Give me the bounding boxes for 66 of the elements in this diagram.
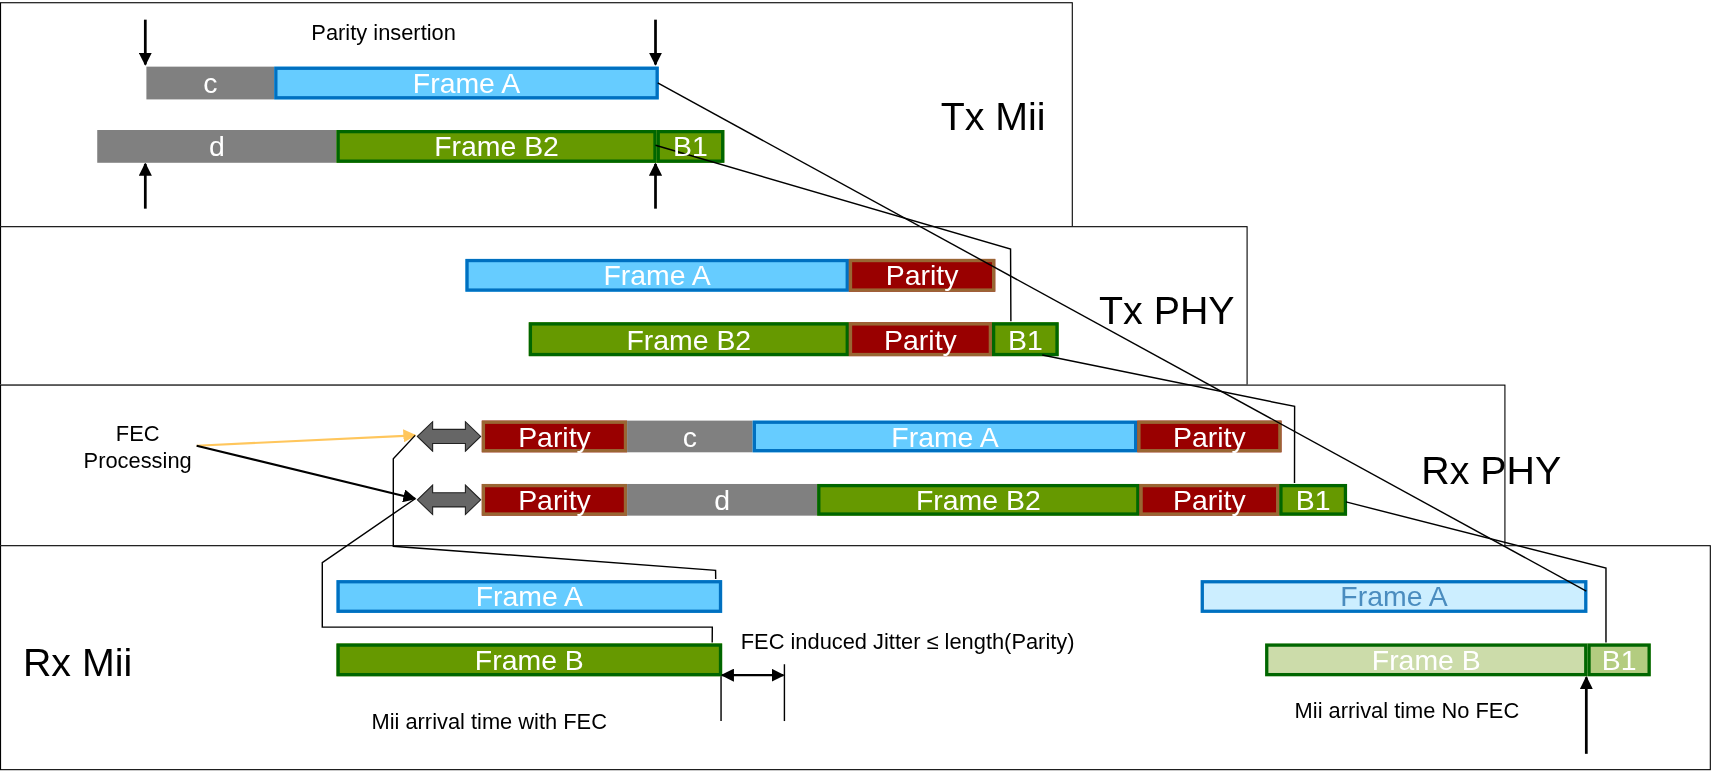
layer-panel: [0, 2, 1073, 228]
frame-bar: [752, 420, 1138, 453]
frame-bar: [274, 66, 659, 100]
bar-label: Frame A: [603, 261, 711, 290]
bar-label: Frame B2: [916, 485, 1041, 514]
parity-bar: [848, 258, 996, 292]
frame-bar: [528, 322, 849, 357]
connector-line: [392, 434, 717, 580]
bar-label: B1: [673, 132, 708, 161]
frame-bar: [1587, 643, 1651, 677]
frame-bar: [992, 322, 1059, 357]
bar-label: Parity: [884, 325, 957, 354]
connector-line: [321, 498, 714, 644]
frame-bar: [817, 484, 1140, 516]
connector-line: [1345, 501, 1607, 644]
frame-bar: [336, 643, 723, 677]
frame-bar: [1200, 580, 1588, 613]
annotation-text: Mii arrival time No FEC: [1294, 697, 1520, 724]
bar-label: Frame A: [891, 422, 999, 451]
gap-bar: [146, 66, 275, 100]
layer-panel: [0, 226, 1248, 386]
bar-label: d: [208, 132, 225, 161]
bar-label: Frame A: [412, 68, 521, 98]
bar-label: c: [682, 422, 697, 451]
connector-line: [654, 144, 1012, 322]
annotation-text: Mii arrival time with FEC: [371, 708, 607, 735]
annotation-text: FEC Processing: [77, 420, 198, 474]
frame-bar: [656, 130, 725, 163]
parity-bar: [1137, 420, 1282, 453]
frame-bar: [336, 130, 657, 163]
annotation-text: FEC induced Jitter ≤ length(Parity): [740, 628, 1075, 655]
bar-label: Parity: [518, 422, 591, 451]
gap-bar: [97, 130, 337, 163]
frame-bar: [465, 258, 849, 292]
parity-bar: [481, 420, 628, 453]
parity-bar: [848, 322, 992, 357]
bar-label: d: [714, 485, 731, 514]
bar-label: B1: [1601, 645, 1637, 675]
parity-bar: [481, 484, 628, 516]
annotation-text: Parity insertion: [311, 19, 456, 46]
bar-label: Parity: [885, 261, 959, 290]
bar-label: Parity: [518, 485, 591, 514]
bar-label: Frame B2: [626, 325, 752, 354]
frame-bar: [1265, 643, 1588, 677]
gap-bar: [627, 420, 753, 453]
connector-line: [656, 82, 1587, 592]
layer-title: Tx PHY: [1099, 291, 1235, 332]
connector-line: [1041, 354, 1296, 484]
bar-label: Frame B: [474, 645, 584, 675]
bar-label: Frame B: [1371, 645, 1481, 675]
connector-line: [196, 444, 417, 503]
bar-label: B1: [1295, 485, 1331, 514]
gap-bar: [627, 484, 818, 516]
frame-bar: [1279, 484, 1348, 516]
bar-label: Frame A: [1340, 582, 1448, 611]
bar-label: Frame B2: [434, 132, 559, 161]
bar-label: Frame A: [475, 582, 583, 611]
layer-panel: [0, 545, 1711, 771]
layer-title: Tx Mii: [940, 97, 1046, 137]
bar-label: B1: [1007, 325, 1043, 354]
frame-bar: [336, 580, 723, 613]
bar-label: Parity: [1173, 422, 1246, 451]
bar-label: c: [203, 68, 218, 98]
bar-label: Parity: [1173, 485, 1246, 514]
parity-bar: [1139, 484, 1280, 516]
layer-title: Rx Mii: [22, 643, 133, 683]
